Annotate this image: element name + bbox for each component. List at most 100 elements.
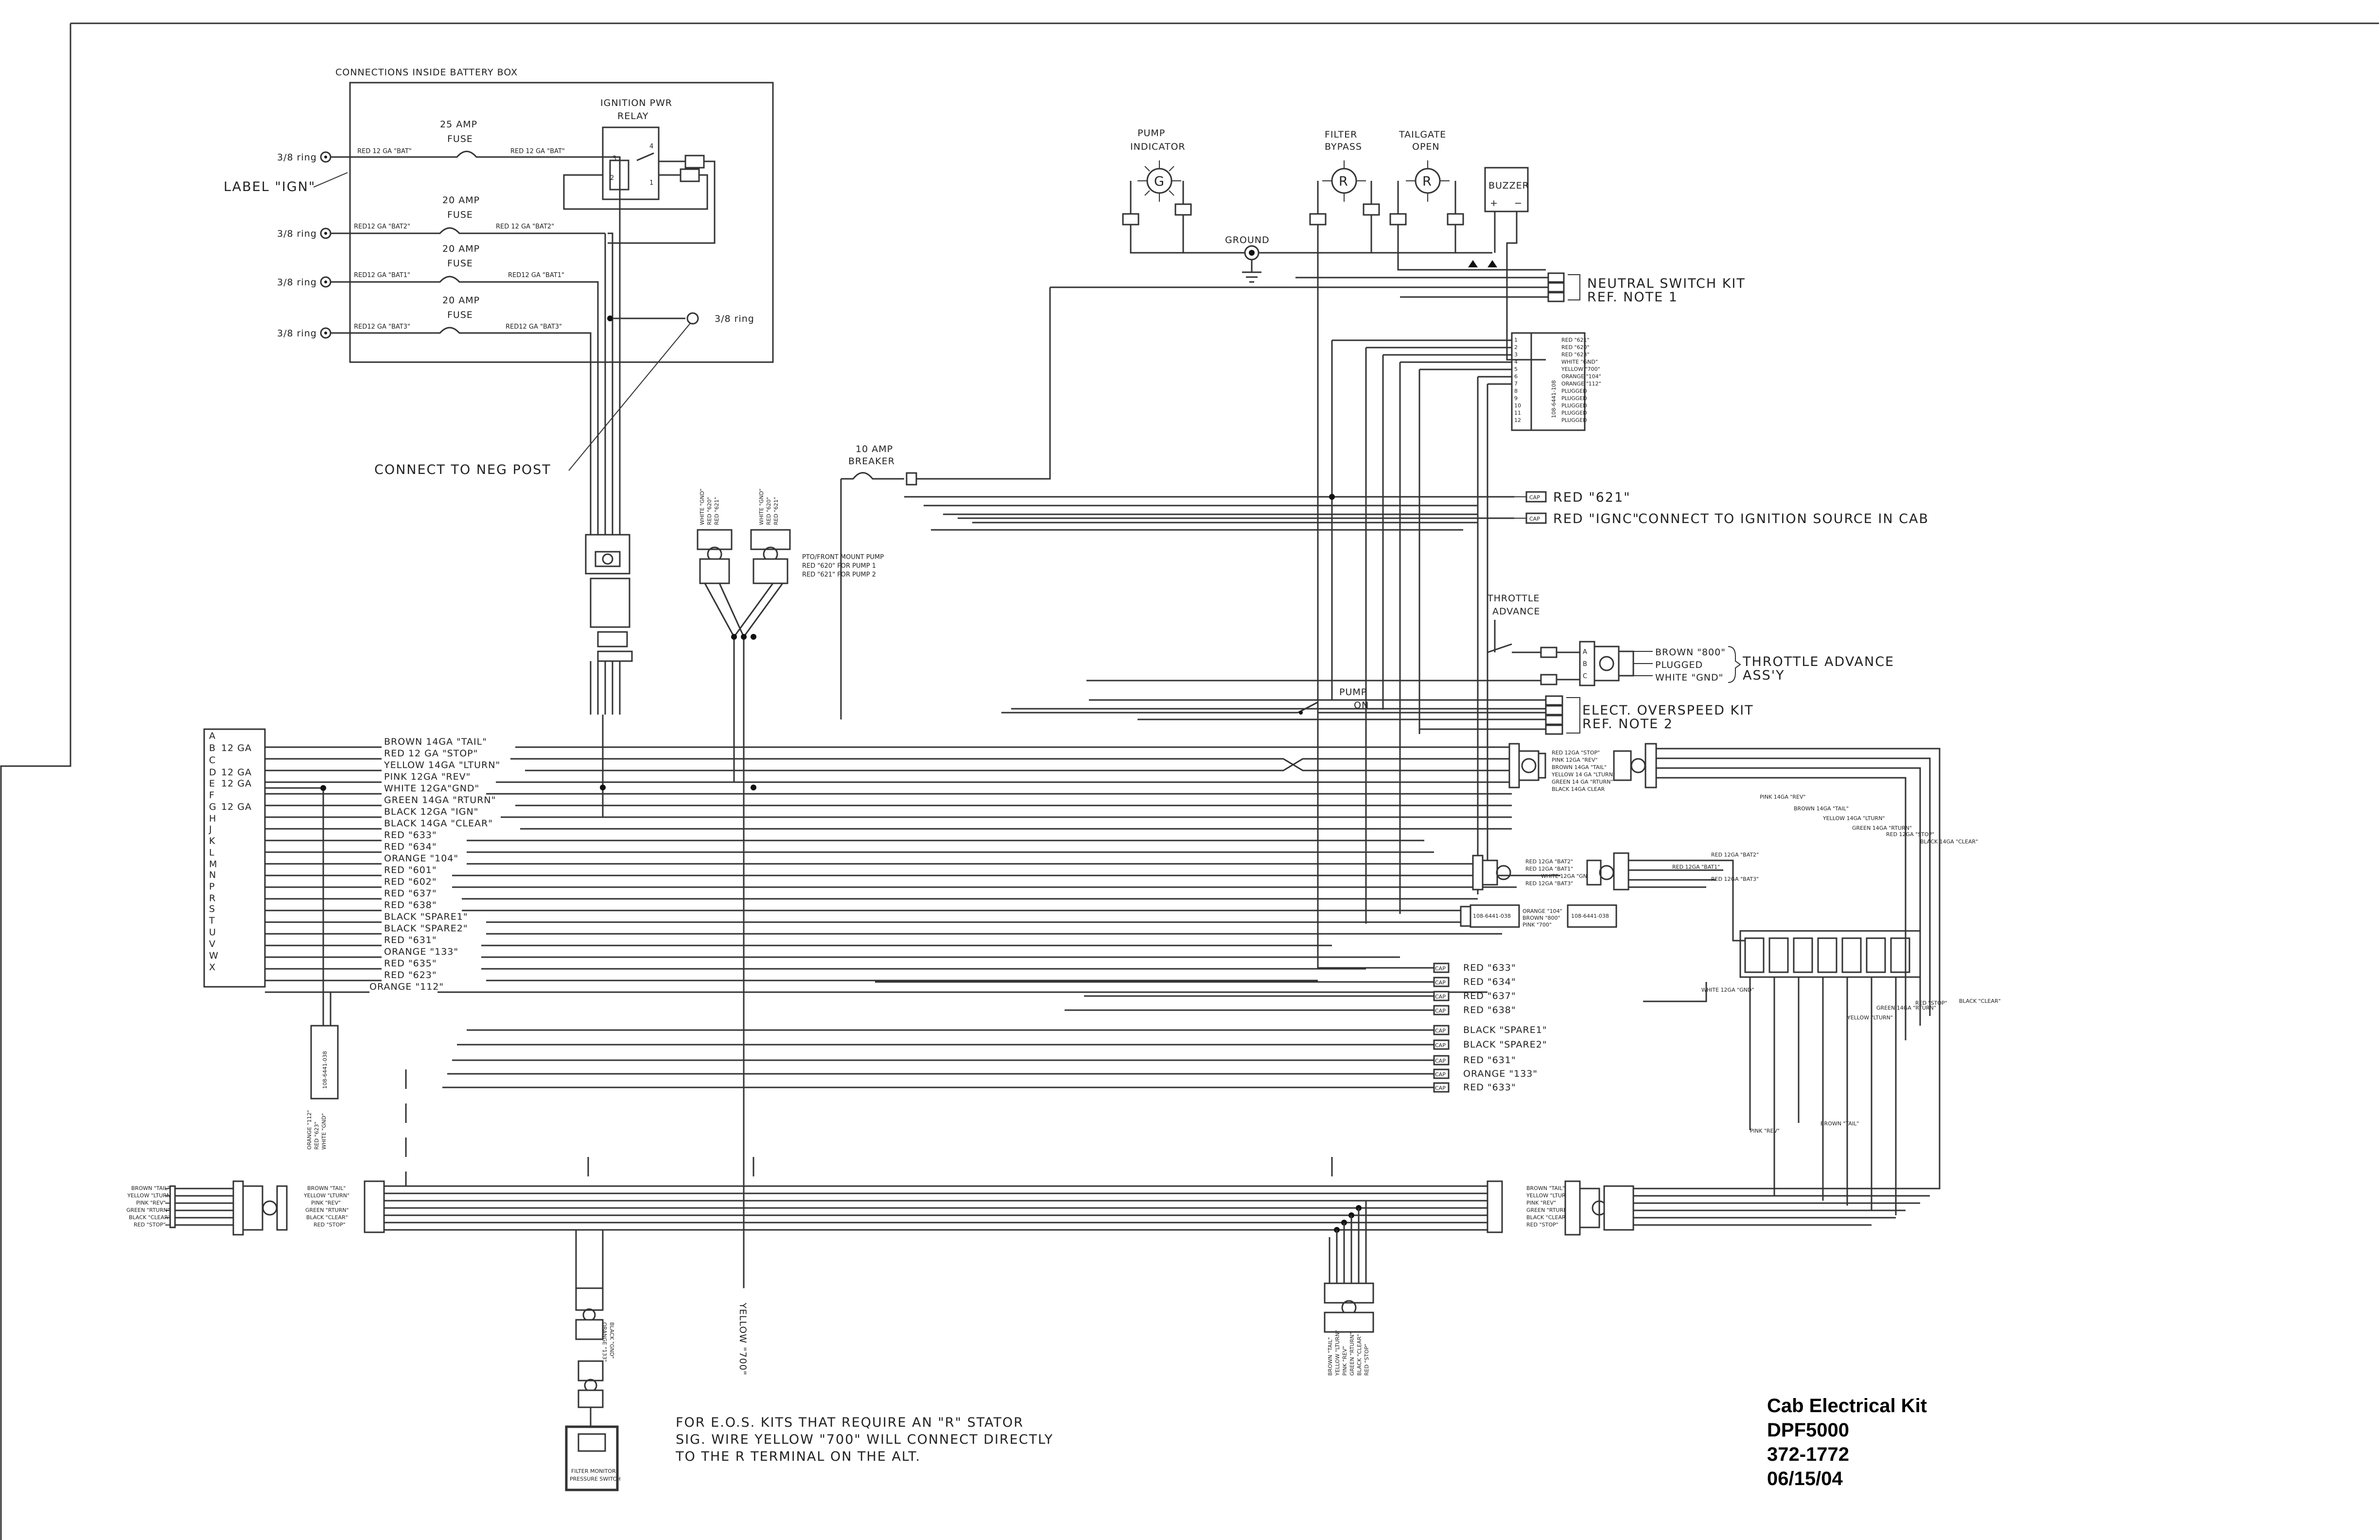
svg-text:8: 8 bbox=[1514, 388, 1518, 394]
svg-text:FOR E.O.S. KITS THAT REQUIRE A: FOR E.O.S. KITS THAT REQUIRE AN "R" STAT… bbox=[676, 1415, 1024, 1430]
pin-wire-labels: RED "621" RED "620" RED "623" WHITE "GND… bbox=[1561, 337, 1601, 423]
svg-text:CAP: CAP bbox=[1435, 1028, 1446, 1034]
svg-text:WHITE "GND": WHITE "GND" bbox=[1655, 672, 1723, 683]
pump-indicator: PUMP INDICATOR G bbox=[1122, 128, 1244, 254]
svg-text:YELLOW 14 GA "LTURN": YELLOW 14 GA "LTURN" bbox=[1551, 771, 1615, 778]
svg-text:RED "621": RED "621" bbox=[1553, 490, 1631, 505]
svg-text:WHITE 12GA "GND": WHITE 12GA "GND" bbox=[1701, 987, 1754, 993]
svg-text:3/8 ring: 3/8 ring bbox=[277, 228, 317, 239]
g-symbol: G bbox=[1154, 174, 1165, 189]
svg-text:108-6441-038: 108-6441-038 bbox=[1473, 913, 1511, 919]
svg-text:RED "633": RED "633" bbox=[1463, 962, 1516, 973]
svg-text:BROWN "TAIL": BROWN "TAIL" bbox=[131, 1185, 170, 1191]
svg-text:2: 2 bbox=[610, 175, 614, 182]
svg-text:T: T bbox=[209, 915, 215, 926]
svg-text:F: F bbox=[209, 790, 215, 801]
svg-text:BLACK 14GA "CLEAR": BLACK 14GA "CLEAR" bbox=[1920, 839, 1978, 845]
svg-text:BROWN "TAIL": BROWN "TAIL" bbox=[1526, 1185, 1565, 1191]
filter-monitor: BLACK "GND" ORANGE "133" FILTER MONITOR … bbox=[565, 1230, 620, 1491]
svg-text:PINK 12GA "REV": PINK 12GA "REV" bbox=[384, 771, 471, 782]
svg-text:20 AMP: 20 AMP bbox=[442, 295, 480, 306]
svg-text:RED "638": RED "638" bbox=[384, 900, 437, 910]
svg-text:WHITE "GND": WHITE "GND" bbox=[758, 489, 765, 525]
svg-text:RED "633": RED "633" bbox=[1463, 1082, 1516, 1093]
svg-text:3/8 ring: 3/8 ring bbox=[277, 328, 317, 339]
battery-box-title: CONNECTIONS INSIDE BATTERY BOX bbox=[335, 67, 518, 78]
relay-connectors: RED 12GA "STOP" PINK 12GA "REV" BROWN 14… bbox=[1460, 743, 2001, 1215]
ring-right-label: 3/8 ring bbox=[715, 314, 754, 324]
svg-text:GREEN "RTURN": GREEN "RTURN" bbox=[1526, 1207, 1570, 1213]
svg-text:CAP: CAP bbox=[1435, 1008, 1446, 1014]
svg-text:WHITE "GND": WHITE "GND" bbox=[699, 489, 705, 525]
svg-text:TAILGATE: TAILGATE bbox=[1399, 129, 1446, 140]
svg-text:R: R bbox=[209, 893, 216, 904]
svg-text:FUSE: FUSE bbox=[447, 258, 473, 269]
svg-text:RED "633": RED "633" bbox=[384, 830, 437, 840]
svg-text:3/8 ring: 3/8 ring bbox=[277, 152, 317, 163]
svg-text:9: 9 bbox=[1514, 395, 1518, 402]
svg-text:YELLOW "LTURN": YELLOW "LTURN" bbox=[303, 1192, 350, 1199]
svg-text:RED "637": RED "637" bbox=[384, 888, 437, 899]
svg-text:BLACK "CLEAR": BLACK "CLEAR" bbox=[1526, 1214, 1568, 1221]
svg-text:ORANGE "133": ORANGE "133" bbox=[601, 1322, 608, 1362]
svg-text:10: 10 bbox=[1514, 402, 1521, 409]
overspeed-kit: ELECT. OVERSPEED KIT REF. NOTE 2 bbox=[1011, 695, 1753, 735]
neg-post-label: CONNECT TO NEG POST bbox=[374, 462, 551, 477]
svg-text:CAP: CAP bbox=[1435, 1042, 1446, 1049]
svg-text:B: B bbox=[1583, 661, 1587, 668]
battery-box: CONNECTIONS INSIDE BATTERY BOX 3/8 ring … bbox=[224, 67, 774, 535]
fuse-25-label: 25 AMP bbox=[440, 119, 477, 130]
svg-text:108-6441-038: 108-6441-038 bbox=[322, 1051, 328, 1089]
harness-letters: A B C D E F G H J K L M N P R S T U V W … bbox=[209, 731, 218, 973]
svg-text:20 AMP: 20 AMP bbox=[442, 195, 480, 206]
throttle-advance: THROTTLE ADVANCE ABC BROWN "800" PLUGGED… bbox=[1086, 593, 1893, 686]
svg-text:GREEN 14GA "RTURN": GREEN 14GA "RTURN" bbox=[1852, 825, 1912, 831]
svg-text:YELLOW "LTURN": YELLOW "LTURN" bbox=[1334, 1330, 1341, 1376]
svg-text:RED "635": RED "635" bbox=[384, 958, 437, 969]
svg-text:CAP: CAP bbox=[1529, 494, 1540, 501]
breaker-10amp: 10 AMP BREAKER bbox=[840, 287, 1051, 719]
svg-text:YELLOW 14GA "LTURN": YELLOW 14GA "LTURN" bbox=[1822, 815, 1885, 822]
svg-text:P: P bbox=[209, 881, 215, 892]
svg-text:RED12 GA "BAT1": RED12 GA "BAT1" bbox=[508, 272, 564, 279]
svg-text:PLUGGED: PLUGGED bbox=[1655, 660, 1703, 670]
svg-text:RED "620": RED "620" bbox=[766, 497, 772, 525]
svg-text:108-6441-108: 108-6441-108 bbox=[1551, 380, 1557, 418]
svg-text:5: 5 bbox=[1514, 366, 1518, 372]
svg-text:FUSE: FUSE bbox=[447, 210, 473, 220]
svg-text:4: 4 bbox=[1514, 359, 1518, 365]
svg-text:GREEN 14 GA "RTURN": GREEN 14 GA "RTURN" bbox=[1552, 779, 1613, 785]
svg-text:ORANGE "112": ORANGE "112" bbox=[306, 1110, 313, 1150]
svg-text:RED 12GA "STOP": RED 12GA "STOP" bbox=[1552, 750, 1600, 756]
svg-text:RED "621" FOR PUMP 2: RED "621" FOR PUMP 2 bbox=[802, 571, 876, 578]
pin-labels: 1 2 3 4 5 6 7 8 9 10 11 12 bbox=[1514, 337, 1521, 423]
svg-text:RED "623": RED "623" bbox=[384, 970, 437, 980]
svg-text:12 GA: 12 GA bbox=[221, 778, 252, 789]
svg-text:ORANGE "112": ORANGE "112" bbox=[1561, 381, 1601, 387]
svg-text:RED "620" FOR PUMP 1: RED "620" FOR PUMP 1 bbox=[802, 562, 876, 570]
svg-text:RED 12GA "BAT1": RED 12GA "BAT1" bbox=[1525, 866, 1573, 872]
svg-text:WHITE 12GA"GND": WHITE 12GA"GND" bbox=[384, 783, 479, 794]
svg-text:E: E bbox=[209, 778, 215, 789]
svg-text:PLUGGED: PLUGGED bbox=[1561, 402, 1587, 409]
svg-text:PUMP: PUMP bbox=[1138, 128, 1165, 139]
svg-text:3/8 ring: 3/8 ring bbox=[277, 277, 317, 288]
svg-text:BLACK "SPARE1": BLACK "SPARE1" bbox=[1463, 1025, 1547, 1035]
svg-text:6: 6 bbox=[1514, 373, 1518, 380]
label-ign: LABEL "IGN" bbox=[224, 179, 315, 194]
svg-text:ORANGE "112": ORANGE "112" bbox=[369, 981, 444, 992]
svg-text:WHITE "GND": WHITE "GND" bbox=[1561, 359, 1598, 365]
svg-text:3: 3 bbox=[1514, 351, 1518, 358]
connector-12pin: 108-6441-108 1 2 3 4 5 6 7 8 9 10 11 12 … bbox=[1331, 332, 1601, 924]
svg-text:RED 12GA "BAT3": RED 12GA "BAT3" bbox=[1711, 876, 1759, 882]
harness-wire-labels: BROWN 14GA "TAIL" RED 12 GA "STOP" YELLO… bbox=[369, 736, 500, 992]
svg-text:RED12 GA "BAT3": RED12 GA "BAT3" bbox=[506, 323, 562, 331]
title-line-2: DPF5000 bbox=[1767, 1419, 1849, 1441]
svg-text:X: X bbox=[209, 962, 216, 973]
svg-text:K: K bbox=[209, 836, 215, 846]
svg-text:RED 12GA "STOP": RED 12GA "STOP" bbox=[1886, 831, 1934, 838]
svg-text:RED "621": RED "621" bbox=[714, 497, 720, 525]
svg-text:PUMP: PUMP bbox=[1339, 687, 1367, 698]
svg-text:GREEN 14GA "RTURN": GREEN 14GA "RTURN" bbox=[1876, 1005, 1936, 1011]
pump-connectors: WHITE "GND" RED "620" RED "621" WHITE "G… bbox=[697, 489, 884, 783]
